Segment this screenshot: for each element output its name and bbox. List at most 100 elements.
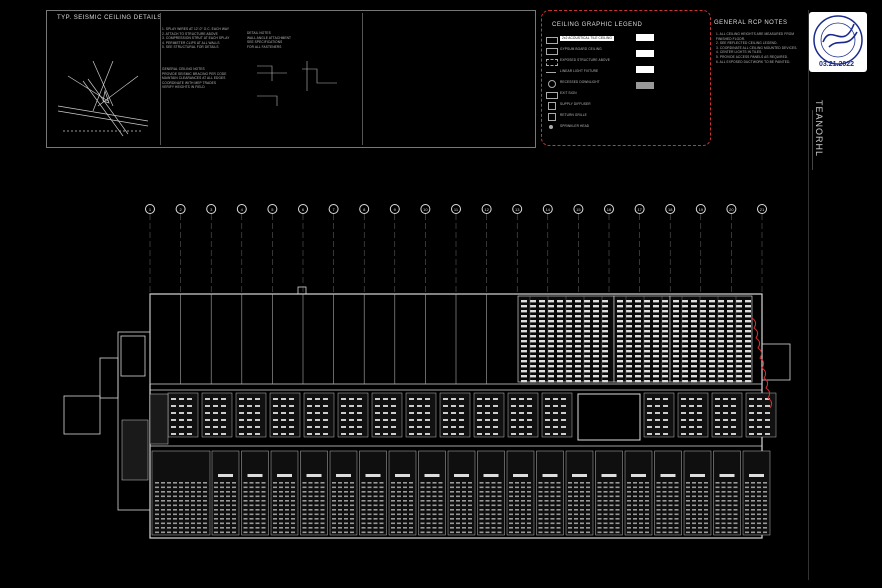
light-fixture: [662, 325, 668, 328]
ceiling-tile: [438, 504, 443, 507]
ceiling-tile: [232, 504, 236, 507]
ceiling-tile: [609, 491, 614, 493]
ceiling-tile: [597, 491, 602, 493]
ceiling-tile: [468, 518, 472, 520]
ceiling-tile: [751, 504, 755, 507]
ceiling-tile: [167, 531, 171, 534]
ceiling-tile: [698, 513, 702, 516]
light-fixture: [459, 426, 464, 428]
light-fixture: [689, 426, 694, 428]
ceiling-tile: [639, 504, 643, 507]
light-fixture: [239, 419, 244, 421]
mid-room: [337, 392, 369, 438]
light-fixture: [307, 398, 312, 400]
ceiling-tile: [509, 513, 513, 516]
light-fixture: [519, 398, 524, 400]
light-fixture: [530, 325, 536, 328]
ceiling-tile: [468, 522, 472, 525]
ceiling-tile: [763, 495, 767, 498]
ceiling-tile: [668, 513, 673, 516]
ceiling-tile: [727, 504, 732, 507]
ceiling-tile: [308, 509, 313, 511]
light-fixture: [635, 315, 641, 318]
ceiling-tile: [745, 522, 749, 525]
light-fixture: [700, 325, 706, 328]
ceiling-tile: [721, 482, 726, 484]
ceiling-tile: [662, 509, 667, 511]
ceiling-tile: [273, 513, 277, 516]
light-fixture: [644, 305, 650, 308]
ceiling-tile: [203, 531, 207, 534]
ceiling-tile: [568, 518, 572, 520]
ceiling-tile: [373, 495, 378, 498]
ceiling-tile: [574, 500, 578, 502]
light-fixture: [617, 325, 623, 328]
ceiling-tile: [320, 522, 325, 525]
ceiling-tile: [173, 513, 177, 516]
ceiling-tile: [692, 504, 696, 507]
ceiling-tile: [367, 527, 372, 529]
ceiling-tile: [350, 522, 354, 525]
light-fixture: [700, 355, 706, 358]
mid-room: [371, 392, 403, 438]
light-fixture: [593, 345, 599, 348]
ceiling-tile: [361, 531, 366, 534]
light-fixture: [557, 360, 563, 363]
ceiling-tile: [279, 513, 283, 516]
ceiling-tile: [426, 491, 431, 493]
ceiling-tile: [686, 500, 690, 502]
light-fixture: [689, 405, 694, 407]
ceiling-tile: [751, 482, 755, 484]
ceiling-tile: [603, 491, 608, 493]
light-fixture: [391, 419, 396, 421]
light-fixture: [521, 345, 527, 348]
ceiling-tile: [285, 500, 289, 502]
light-fixture: [745, 340, 751, 343]
ceiling-tile: [727, 531, 732, 534]
grid-bubble: [451, 204, 461, 214]
ceiling-tile: [379, 513, 384, 516]
ceiling-tile: [627, 482, 631, 484]
ceiling-tile: [721, 513, 726, 516]
light-fixture: [653, 325, 659, 328]
ceiling-tile: [757, 518, 761, 520]
light-fixture: [644, 375, 650, 378]
ceiling-tile: [308, 518, 313, 520]
ceiling-tile: [491, 491, 496, 493]
ceiling-tile: [633, 518, 637, 520]
light-fixture: [736, 300, 742, 303]
ceiling-tile: [745, 482, 749, 484]
ceiling-tile: [167, 500, 171, 502]
light-fixture: [566, 300, 572, 303]
ceiling-tile: [397, 509, 401, 511]
light-fixture: [323, 405, 328, 407]
light-fixture: [341, 412, 346, 414]
light-fixture: [584, 375, 590, 378]
ceiling-tile: [285, 518, 289, 520]
ceiling-tile: [491, 531, 496, 534]
light-fixture: [584, 325, 590, 328]
light-fixture: [171, 398, 176, 400]
light-fixture: [718, 335, 724, 338]
light-fixture: [602, 320, 608, 323]
ceiling-tile: [191, 504, 195, 507]
ceiling-tile: [509, 504, 513, 507]
light-fixture: [626, 340, 632, 343]
light-fixture: [697, 412, 702, 414]
light-fixture: [561, 433, 566, 435]
light-fixture: [289, 433, 294, 435]
ceiling-tile: [450, 522, 454, 525]
ceiling-tile: [232, 491, 236, 493]
ceiling-tile: [403, 531, 407, 534]
lower-bay: [683, 450, 712, 536]
light-fixture: [700, 335, 706, 338]
ceiling-tile: [338, 504, 342, 507]
ceiling-tile: [243, 522, 248, 525]
light-fixture: [391, 412, 396, 414]
light-fixture: [539, 320, 545, 323]
grid-label: 9: [394, 207, 397, 212]
ceiling-tile: [509, 531, 513, 534]
grid-bubble: [328, 204, 339, 214]
lower-bay: [595, 450, 623, 536]
light-fixture: [635, 340, 641, 343]
